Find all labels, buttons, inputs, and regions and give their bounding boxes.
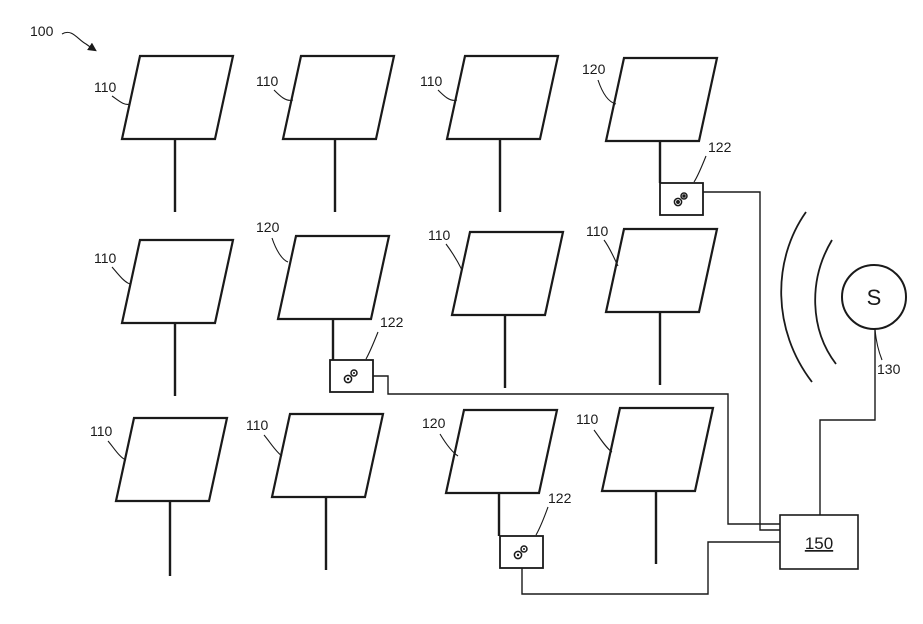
label-leader: [446, 244, 462, 270]
label-leader: [438, 90, 457, 100]
solar-panel: [122, 56, 233, 139]
solar-panel: [116, 418, 227, 501]
tracker-label: 110: [94, 250, 117, 266]
solar-panel: [278, 236, 389, 319]
tracker-r2c1: 110: [94, 240, 233, 396]
tracker-label: 110: [256, 73, 279, 89]
tracker-r1c3: 110: [420, 56, 558, 212]
label-leader: [536, 507, 548, 535]
figure-label-arrow: [62, 32, 95, 50]
label-leader: [112, 267, 130, 284]
tracker-label: 110: [576, 411, 599, 427]
actuator-label: 122: [708, 139, 732, 155]
solar-panel: [452, 232, 563, 315]
tracker-label: 110: [428, 227, 451, 243]
solar-panel: [272, 414, 383, 497]
tracker-r3c1: 110: [90, 418, 227, 576]
label-leader: [272, 238, 288, 262]
solar-panel: [606, 58, 717, 141]
tracker-r2c3: 110: [428, 227, 563, 388]
wire-sensor: [820, 328, 875, 515]
sensor-label: 130: [877, 361, 901, 377]
tracker-label: 110: [420, 73, 443, 89]
label-leader: [366, 332, 378, 359]
tracker-r1c1: 110: [94, 56, 233, 212]
tracker-r3c2: 110: [246, 414, 383, 570]
tracker-r3c4: 110: [576, 408, 713, 564]
solar-panel: [602, 408, 713, 491]
label-leader: [604, 240, 618, 266]
signal-wave-outer: [781, 212, 812, 382]
tracker-label: 120: [422, 415, 446, 431]
label-leader: [274, 90, 293, 100]
label-leader: [694, 156, 706, 182]
tracker-r1c2: 110: [256, 56, 394, 212]
solar-panel: [283, 56, 394, 139]
label-leader: [108, 441, 126, 460]
tracker-label: 110: [94, 79, 117, 95]
tracker-label: 120: [582, 61, 606, 77]
wire-actuator-3: [522, 542, 780, 594]
sensor-symbol: S: [867, 285, 882, 310]
tracker-label: 110: [246, 417, 269, 433]
tracker-r2c2-sensor: 120 122: [256, 219, 404, 392]
solar-panel: [447, 56, 558, 139]
actuator-box: [330, 360, 373, 392]
solar-panel: [122, 240, 233, 323]
solar-panel: [606, 229, 717, 312]
figure-label: 100: [30, 23, 54, 39]
tracker-r3c3-sensor: 120 122: [422, 410, 572, 568]
label-leader: [264, 435, 282, 456]
actuator-box: [660, 183, 703, 215]
actuator-box: [500, 536, 543, 568]
label-leader: [875, 330, 882, 360]
label-leader: [112, 96, 130, 104]
actuator-label: 122: [548, 490, 572, 506]
wire-actuator-2: [373, 376, 780, 524]
controller-label: 150: [805, 534, 833, 553]
tracker-label: 120: [256, 219, 280, 235]
actuator-label: 122: [380, 314, 404, 330]
tracker-r2c4: 110: [586, 223, 717, 385]
signal-wave-inner: [815, 240, 836, 364]
tracker-label: 110: [90, 423, 113, 439]
tracker-label: 110: [586, 223, 609, 239]
solar-panel: [446, 410, 557, 493]
label-leader: [594, 430, 612, 452]
label-leader: [598, 80, 616, 104]
